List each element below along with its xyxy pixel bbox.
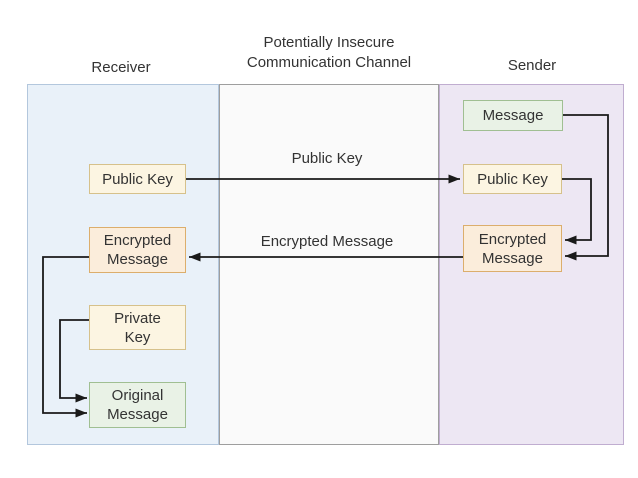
channel-lane-title-line2: Communication Channel	[246, 54, 412, 71]
sender-message-box: Message	[463, 100, 563, 131]
encrypted-message-edge-label: Encrypted Message	[260, 233, 394, 250]
receiver-public-key-box: Public Key	[89, 164, 186, 194]
channel-lane-title: Potentially Insecure Communication Chann…	[215, 33, 443, 73]
channel-lane-title-line1: Potentially Insecure	[263, 34, 395, 51]
public-key-edge-label: Public Key	[291, 150, 363, 167]
receiver-private-key-box: Private Key	[89, 305, 186, 350]
sender-encrypted-message-box: Encrypted Message	[463, 225, 562, 272]
sender-public-key-box: Public Key	[463, 164, 562, 194]
receiver-lane-title: Receiver	[91, 59, 151, 76]
receiver-encrypted-message-box: Encrypted Message	[89, 227, 186, 273]
receiver-original-message-box: Original Message	[89, 382, 186, 428]
sender-lane-title: Sender	[507, 57, 557, 74]
channel-lane	[219, 84, 439, 445]
